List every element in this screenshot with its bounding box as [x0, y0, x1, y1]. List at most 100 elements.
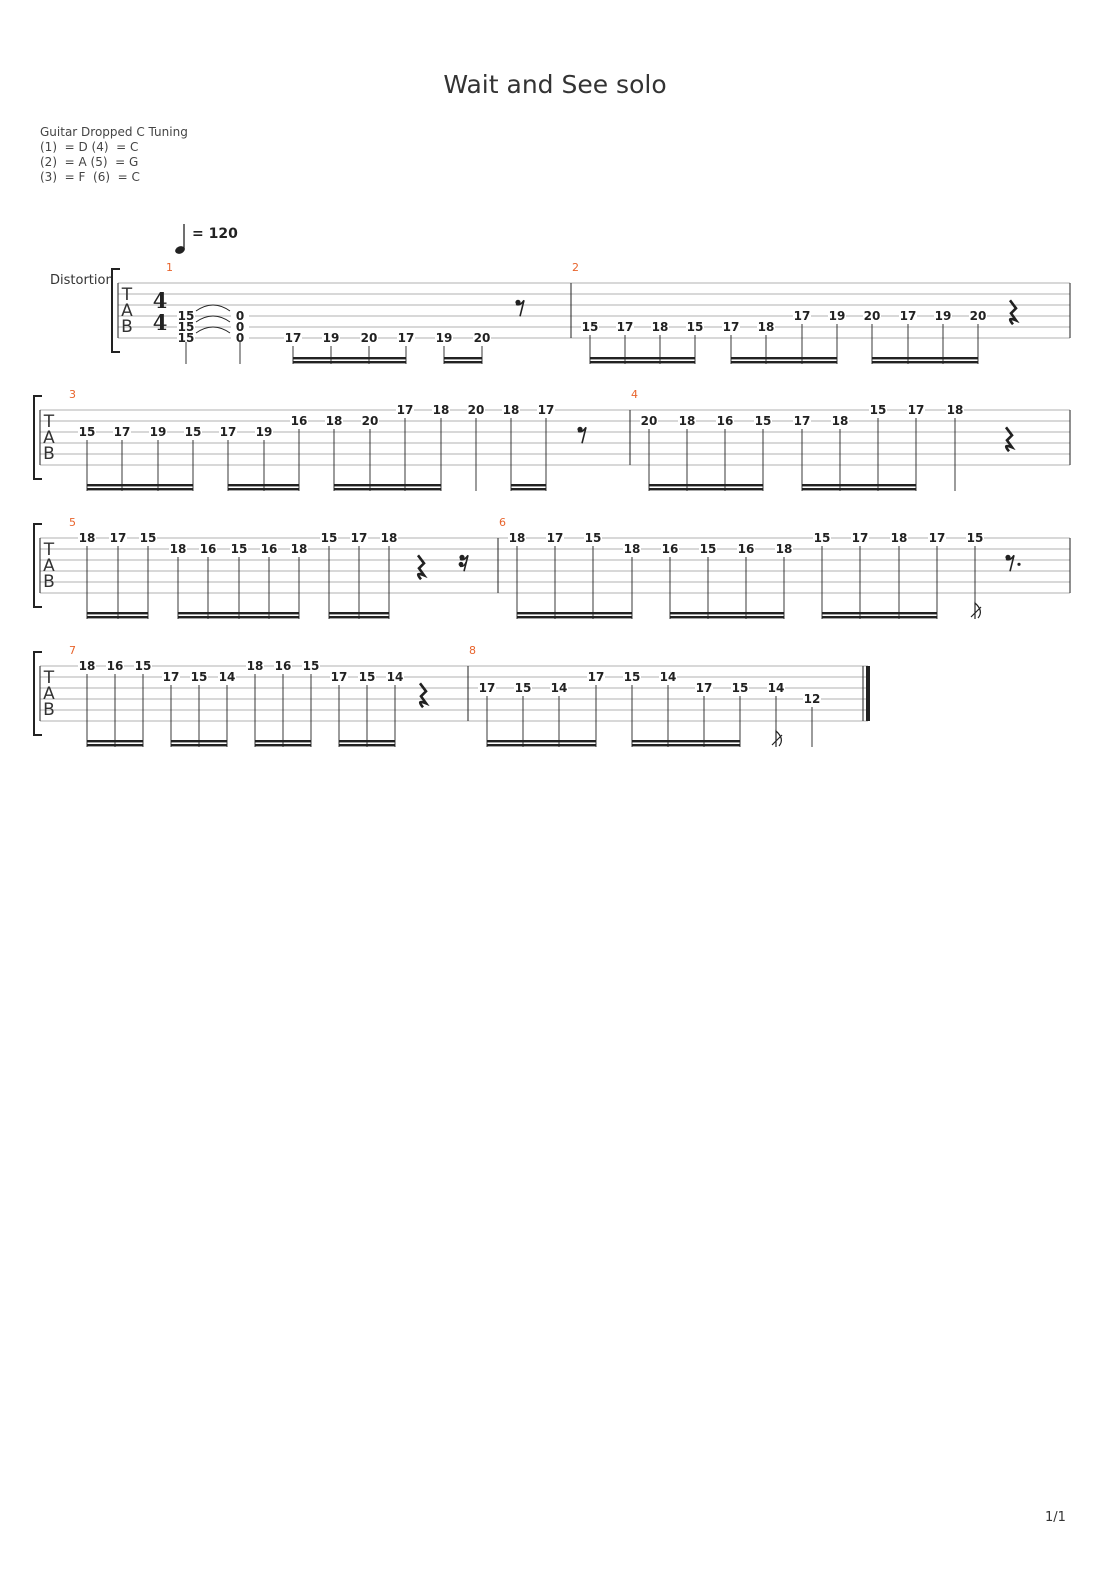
- fret-bg: [754, 415, 772, 427]
- fret-bg: [386, 671, 404, 683]
- fret-bg: [322, 332, 340, 344]
- fret-number: 17: [351, 531, 368, 545]
- fret-bg: [581, 321, 599, 333]
- fret-bg: [177, 332, 195, 344]
- measure-number: 4: [631, 388, 638, 401]
- fret-number: 15: [732, 681, 749, 695]
- fret-number: 18: [291, 542, 308, 556]
- fret-bg: [722, 321, 740, 333]
- fret-bg: [78, 660, 96, 672]
- fret-bg: [803, 693, 821, 705]
- fret-bg: [587, 671, 605, 683]
- fret-number: 20: [474, 331, 491, 345]
- fret-bg: [737, 543, 755, 555]
- fret-number: 15: [303, 659, 320, 673]
- fret-number: 15: [687, 320, 704, 334]
- fret-number: 15: [515, 681, 532, 695]
- fret-number: 20: [361, 331, 378, 345]
- beam-line: [87, 484, 193, 487]
- fret-number: 15: [231, 542, 248, 556]
- fret-number: 17: [110, 531, 127, 545]
- measure-number: 8: [469, 644, 476, 657]
- fret-bg: [162, 671, 180, 683]
- fret-number: 15: [135, 659, 152, 673]
- beam-line: [87, 740, 143, 743]
- beam-line: [632, 740, 740, 743]
- fret-bg: [184, 426, 202, 438]
- fret-bg: [231, 310, 249, 322]
- fret-bg: [218, 671, 236, 683]
- fret-bg: [139, 532, 157, 544]
- fret-number: 17: [900, 309, 917, 323]
- time-signature-bottom: 4: [153, 310, 168, 335]
- tuning-line: (3) = F (6) = C: [40, 170, 140, 184]
- fret-bg: [508, 532, 526, 544]
- fret-number: 20: [468, 403, 485, 417]
- beam-line: [255, 744, 311, 747]
- fret-number: 18: [652, 320, 669, 334]
- sixteenth-rest-icon: [459, 562, 467, 568]
- tab-clef-letter: B: [43, 700, 55, 720]
- fret-number: 17: [331, 670, 348, 684]
- tab-clef-letter: A: [121, 301, 133, 321]
- fret-number: 19: [323, 331, 340, 345]
- fret-bg: [623, 671, 641, 683]
- fret-bg: [623, 543, 641, 555]
- tab-clef-letter: A: [43, 556, 55, 576]
- beam-line: [822, 612, 937, 615]
- quarter-rest-icon: [416, 554, 428, 581]
- beam-line: [334, 488, 441, 491]
- fret-bg: [890, 532, 908, 544]
- beam-line: [87, 616, 148, 619]
- fret-number: 20: [970, 309, 987, 323]
- fret-bg: [199, 543, 217, 555]
- fret-number: 15: [321, 531, 338, 545]
- fret-number: 18: [509, 531, 526, 545]
- fret-number: 16: [291, 414, 308, 428]
- beam-line: [171, 740, 227, 743]
- fret-number: 17: [114, 425, 131, 439]
- beam-line: [339, 744, 395, 747]
- fret-number: 17: [929, 531, 946, 545]
- beam-line: [293, 361, 406, 364]
- fret-bg: [231, 321, 249, 333]
- beam-line: [872, 357, 978, 360]
- fret-bg: [432, 404, 450, 416]
- eighth-rest-icon: [515, 299, 521, 305]
- fret-number: 15: [140, 531, 157, 545]
- fret-number: 14: [551, 681, 568, 695]
- fret-number: 17: [617, 320, 634, 334]
- beam-line: [228, 484, 299, 487]
- fret-bg: [546, 532, 564, 544]
- fret-bg: [109, 532, 127, 544]
- fret-bg: [231, 332, 249, 344]
- fret-bg: [358, 671, 376, 683]
- fret-bg: [302, 660, 320, 672]
- fret-number: 14: [219, 670, 236, 684]
- fret-number: 18: [79, 659, 96, 673]
- beam-line: [178, 612, 299, 615]
- beam-line: [590, 357, 695, 360]
- quarter-rest-icon: [1008, 299, 1020, 326]
- beam-line: [517, 612, 632, 615]
- fret-bg: [699, 543, 717, 555]
- fret-number: 17: [794, 414, 811, 428]
- fret-bg: [863, 310, 881, 322]
- fret-bg: [361, 415, 379, 427]
- fret-number: 17: [794, 309, 811, 323]
- fret-number: 15: [814, 531, 831, 545]
- fret-bg: [616, 321, 634, 333]
- fret-number: 18: [170, 542, 187, 556]
- fret-number: 12: [804, 692, 821, 706]
- fret-number: 17: [588, 670, 605, 684]
- beam-line: [517, 616, 632, 619]
- beam-line: [731, 361, 837, 364]
- fret-number: 16: [738, 542, 755, 556]
- page-number: 1/1: [1045, 1510, 1066, 1525]
- fret-number: 18: [891, 531, 908, 545]
- fret-bg: [678, 415, 696, 427]
- fret-bg: [928, 532, 946, 544]
- fret-number: 19: [935, 309, 952, 323]
- fret-bg: [219, 426, 237, 438]
- tab-clef-letter: B: [121, 317, 133, 337]
